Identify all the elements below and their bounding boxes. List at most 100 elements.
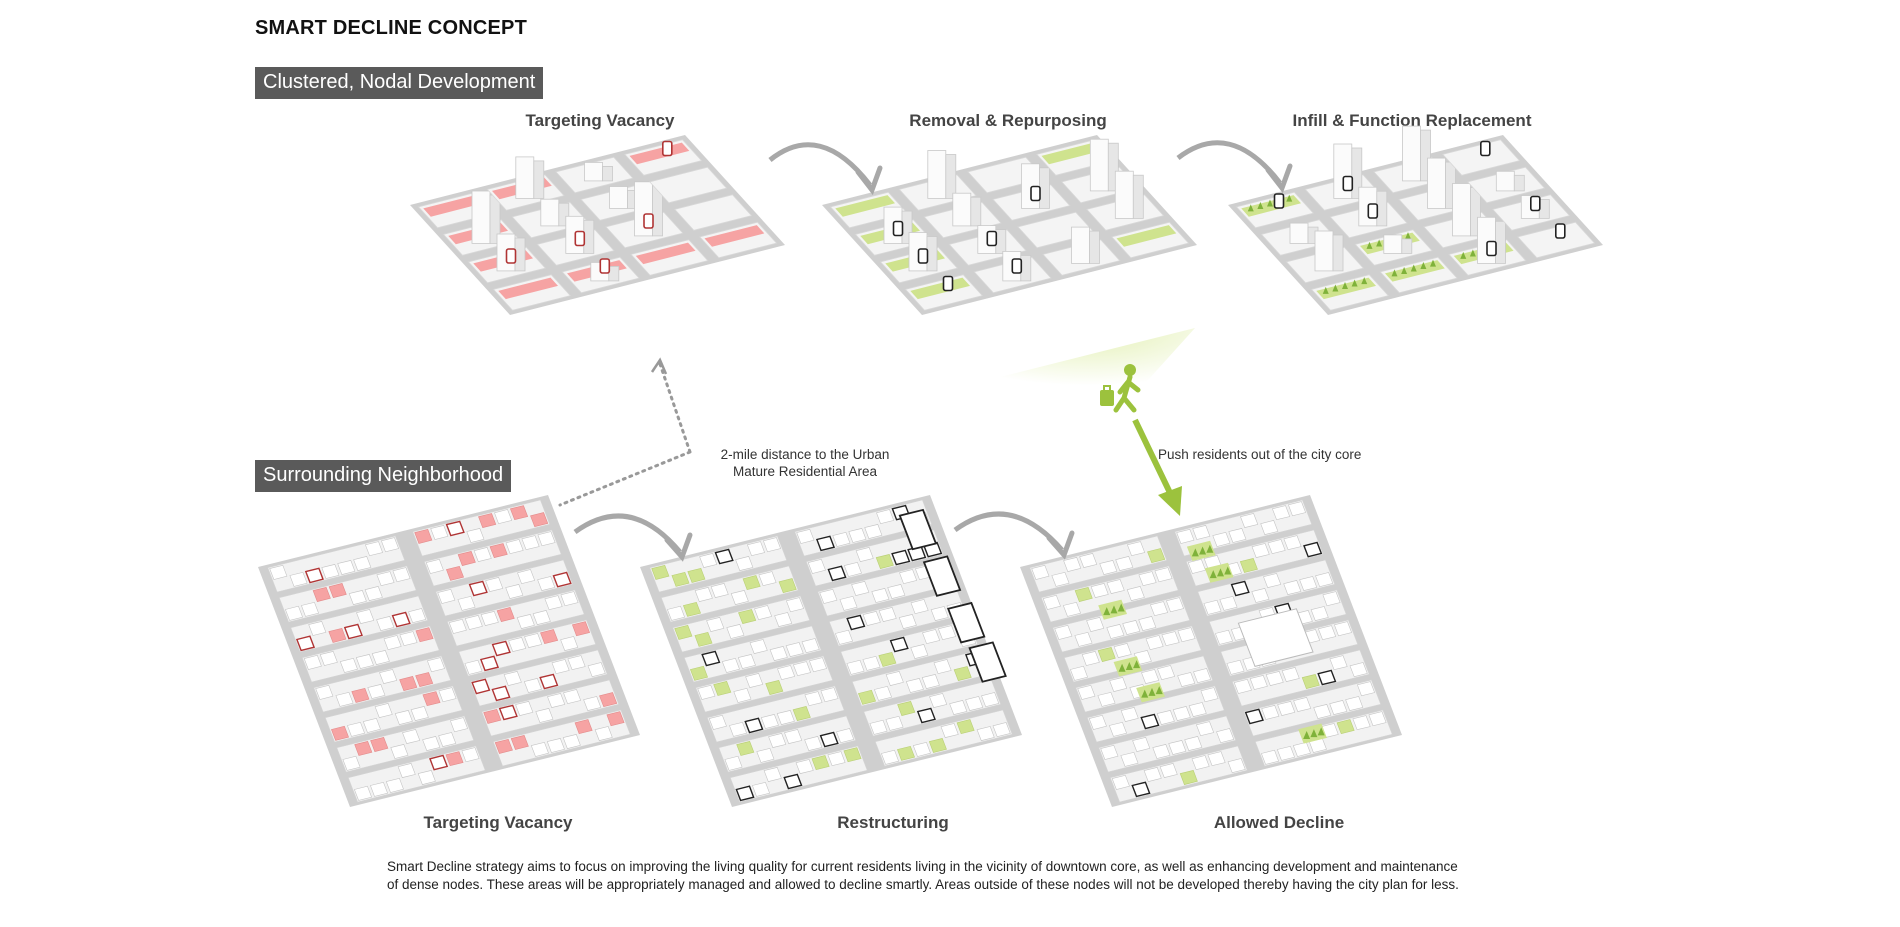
house [485, 577, 504, 592]
neighborhood-panel-3 [1020, 495, 1402, 807]
building-side [514, 237, 526, 272]
building-side [926, 236, 938, 272]
house [1301, 674, 1320, 689]
house [1292, 741, 1311, 757]
building-side [995, 229, 1007, 254]
outlined-building [1480, 140, 1491, 157]
tree-icon [1103, 607, 1111, 616]
city-panel-3 [1228, 125, 1603, 315]
house [397, 763, 416, 778]
house [457, 595, 476, 611]
house [1086, 617, 1105, 632]
caption-line1: Smart Decline strategy aims to focus on … [387, 859, 1458, 874]
house [809, 657, 828, 673]
tree-icon [1286, 194, 1293, 202]
house [930, 606, 949, 621]
house [819, 588, 838, 604]
house [784, 729, 803, 744]
push-note: Push residents out of the city core [1158, 447, 1362, 462]
house [494, 509, 513, 525]
house [874, 685, 893, 701]
house [505, 539, 524, 555]
distance-connector [558, 362, 692, 507]
distance-note: 2-mile distance to the Urban Mature Resi… [700, 446, 910, 480]
house [1283, 535, 1302, 551]
house [1310, 606, 1329, 621]
house [319, 651, 338, 666]
house [885, 715, 904, 731]
house [836, 728, 855, 744]
house [583, 696, 602, 711]
house [1226, 659, 1245, 675]
house [1228, 528, 1247, 543]
house [733, 687, 752, 703]
building [584, 161, 603, 182]
house [1147, 548, 1166, 564]
outlined-building [599, 258, 611, 274]
house [530, 741, 549, 757]
house [738, 609, 757, 624]
new-large-building [968, 641, 1007, 683]
house [736, 741, 755, 756]
house [796, 528, 815, 544]
house [457, 551, 476, 566]
house [509, 505, 529, 521]
building [1402, 125, 1421, 182]
house [827, 565, 847, 582]
house [551, 659, 570, 675]
tree-icon [1410, 264, 1417, 272]
house [819, 731, 839, 748]
house [776, 710, 795, 725]
house [430, 525, 449, 540]
building [471, 190, 491, 244]
house [364, 586, 383, 601]
house [862, 655, 881, 671]
house [1138, 616, 1157, 631]
building-side [1513, 174, 1525, 192]
tree-icon [1110, 605, 1118, 614]
house [1106, 579, 1125, 594]
house [992, 722, 1011, 738]
house [1191, 755, 1210, 771]
panel-title-targeting-vacancy-top: Targeting Vacancy [525, 111, 675, 130]
house [1111, 774, 1130, 790]
house [342, 755, 361, 771]
house [599, 692, 618, 708]
house [489, 543, 508, 558]
outlined-building [892, 220, 904, 237]
house [726, 624, 745, 639]
house [1159, 763, 1178, 778]
house [804, 736, 823, 751]
house [537, 531, 556, 547]
house [777, 665, 796, 681]
house [827, 751, 846, 767]
new-large-building [922, 555, 962, 597]
neighborhood-block [718, 715, 857, 773]
house [1161, 631, 1180, 647]
house [355, 654, 374, 669]
house [464, 615, 483, 630]
house [875, 554, 894, 569]
house [315, 684, 334, 700]
tree-icon [1267, 199, 1273, 207]
house [880, 749, 899, 765]
house [1315, 572, 1334, 588]
building [952, 192, 972, 227]
house [846, 659, 865, 675]
house [839, 595, 858, 611]
house [897, 701, 916, 716]
house [921, 674, 940, 689]
outlined-building [1273, 193, 1285, 209]
house [708, 714, 727, 730]
tree-icon [1469, 249, 1476, 257]
house [674, 624, 693, 640]
house [351, 687, 370, 703]
house [1214, 629, 1233, 645]
house [371, 650, 390, 665]
house [749, 639, 768, 654]
house [714, 548, 734, 565]
house [706, 617, 725, 632]
house [321, 564, 340, 579]
house [666, 605, 685, 621]
house [1109, 677, 1128, 692]
